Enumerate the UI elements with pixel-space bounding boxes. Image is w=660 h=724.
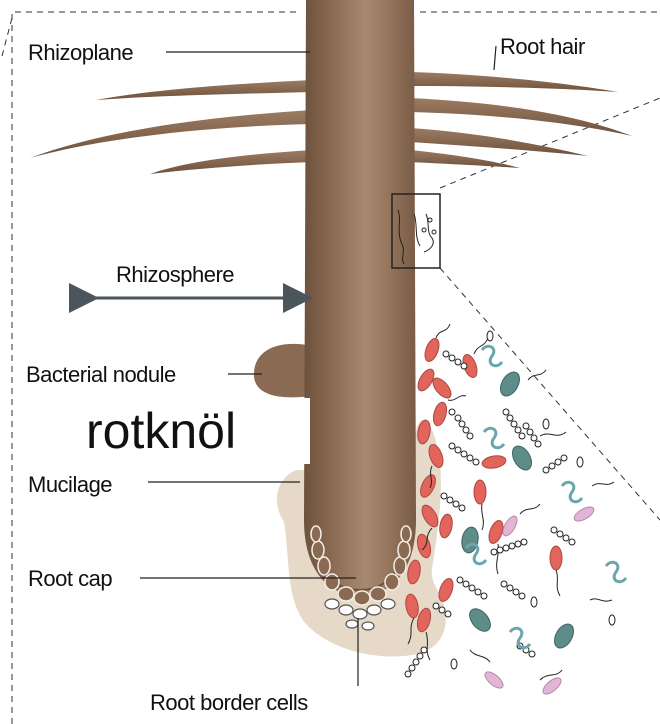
teal-bacteria — [460, 369, 578, 652]
overlay-text-box: rotknöl — [82, 398, 310, 464]
label-root-hair: Root hair — [500, 34, 585, 59]
label-rhizosphere: Rhizosphere — [116, 262, 234, 287]
label-rhizoplane: Rhizoplane — [28, 40, 133, 65]
label-mucilage: Mucilage — [28, 472, 112, 497]
coiled-bacteria — [466, 346, 626, 648]
root-body — [304, 0, 416, 596]
dashed-corner — [2, 18, 12, 56]
bacterial-nodule — [254, 344, 312, 397]
zoom-wedge-lower — [440, 268, 660, 520]
label-root-border-cells: Root border cells — [150, 690, 308, 715]
label-root-cap: Root cap — [28, 566, 112, 591]
label-bacterial-nodule: Bacterial nodule — [26, 362, 176, 387]
